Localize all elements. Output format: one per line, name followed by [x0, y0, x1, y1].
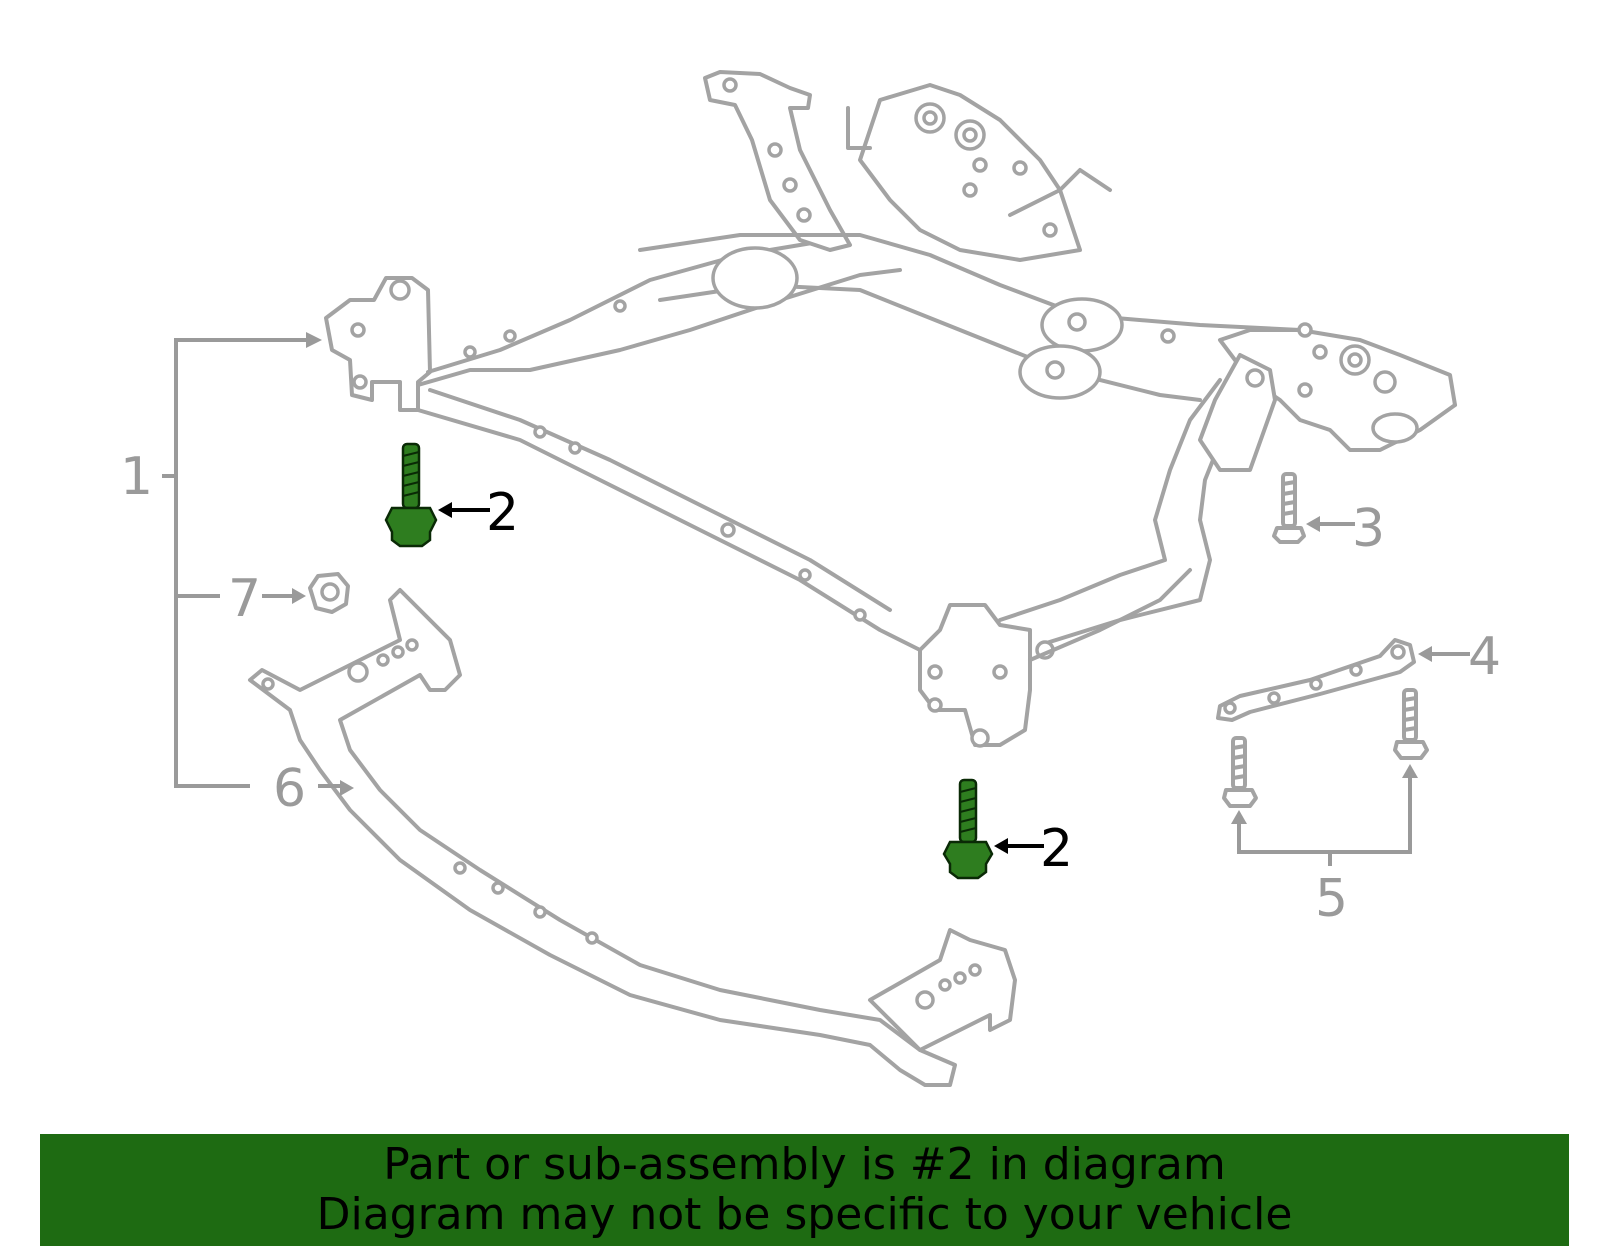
callout-2-upper-arrow	[438, 502, 490, 518]
callout-1: 1	[120, 447, 153, 507]
nut-part-7	[308, 572, 350, 614]
callout-6: 6	[273, 759, 306, 819]
callout-2-upper: 2	[486, 483, 519, 543]
brace-part-4	[1216, 638, 1416, 722]
banner-line-1: Part or sub-assembly is #2 in diagram	[383, 1139, 1226, 1190]
callout-6-arrow	[318, 780, 354, 796]
subframe-crossmember	[324, 70, 1457, 748]
callout-2-lower-arrow	[994, 838, 1044, 854]
banner-line-2: Diagram may not be specific to your vehi…	[316, 1189, 1293, 1240]
callout-4: 4	[1468, 627, 1501, 687]
callout-5-bracket	[1231, 764, 1418, 866]
callout-2-lower: 2	[1040, 819, 1073, 879]
callout-3: 3	[1352, 499, 1385, 559]
front-crossmember	[248, 588, 1017, 1087]
callout-4-arrow	[1418, 646, 1470, 662]
callout-5: 5	[1315, 869, 1348, 929]
bolt-part-2-lower	[942, 778, 994, 880]
callout-3-arrow	[1306, 516, 1355, 532]
bolt-part-5-left	[1222, 736, 1258, 808]
callout-1-bracket	[162, 332, 322, 788]
callout-7: 7	[228, 569, 261, 629]
bolt-part-3	[1272, 472, 1306, 544]
callout-7-arrow	[262, 588, 306, 604]
info-banner: Part or sub-assembly is #2 in diagram Di…	[40, 1134, 1569, 1246]
bolt-part-5-right	[1393, 688, 1429, 760]
bolt-part-2-upper	[384, 442, 438, 548]
